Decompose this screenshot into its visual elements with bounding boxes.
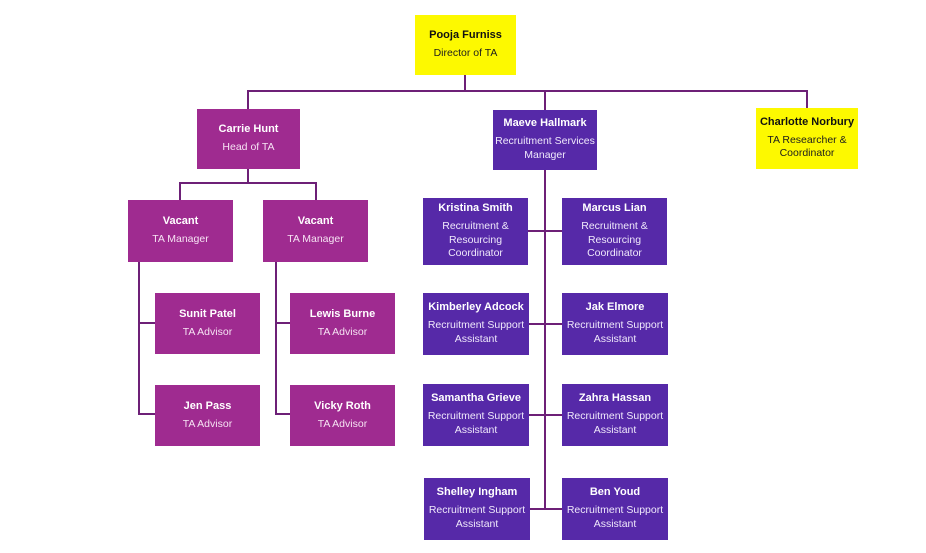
person-title: Recruitment Support Assistant <box>566 319 664 345</box>
person-title: Recruitment Services Manager <box>495 135 595 161</box>
connector-line <box>275 413 290 415</box>
connector-line <box>529 323 562 325</box>
connector-line <box>138 413 155 415</box>
person-title: Recruitment Support Assistant <box>428 504 526 530</box>
person-title: TA Manager <box>152 233 209 246</box>
org-node-jak-elmore: Jak Elmore Recruitment Support Assistant <box>562 293 668 355</box>
org-node-marcus-lian: Marcus Lian Recruitment & Resourcing Coo… <box>562 198 667 265</box>
person-title: Recruitment Support Assistant <box>566 504 664 530</box>
person-title: Recruitment Support Assistant <box>566 410 664 436</box>
person-title: TA Advisor <box>182 417 233 430</box>
person-name: Carrie Hunt <box>218 123 279 136</box>
person-title: Recruitment & Resourcing Coordinator <box>442 219 509 260</box>
org-node-pooja-furniss: Pooja Furniss Director of TA <box>415 15 516 75</box>
person-title: TA Advisor <box>317 325 368 338</box>
person-name: Samantha Grieve <box>431 392 521 405</box>
connector-line <box>138 322 155 324</box>
connector-line <box>179 182 181 200</box>
connector-line <box>247 169 249 184</box>
org-node-charlotte-norbury: Charlotte Norbury TA Researcher & Coordi… <box>756 108 858 169</box>
person-title: TA Advisor <box>317 417 368 430</box>
org-node-samantha-grieve: Samantha Grieve Recruitment Support Assi… <box>423 384 529 446</box>
person-title: Director of TA <box>433 47 498 60</box>
person-name: Vacant <box>297 215 334 228</box>
person-title: TA Manager <box>287 233 344 246</box>
org-node-ben-youd: Ben Youd Recruitment Support Assistant <box>562 478 668 540</box>
org-node-kimberley-adcock: Kimberley Adcock Recruitment Support Ass… <box>423 293 529 355</box>
connector-line <box>544 170 546 510</box>
org-node-lewis-burne: Lewis Burne TA Advisor <box>290 293 395 354</box>
person-name: Shelley Ingham <box>436 486 518 499</box>
person-name: Kristina Smith <box>438 202 513 215</box>
connector-line <box>315 182 317 200</box>
person-title: Recruitment Support Assistant <box>427 410 525 436</box>
person-title: Recruitment & Resourcing Coordinator <box>581 219 648 260</box>
connector-line <box>138 262 140 415</box>
connector-line <box>247 90 249 109</box>
person-name: Sunit Patel <box>179 307 236 320</box>
connector-line <box>530 508 562 510</box>
org-node-carrie-hunt: Carrie Hunt Head of TA <box>197 109 300 169</box>
org-node-shelley-ingham: Shelley Ingham Recruitment Support Assis… <box>424 478 530 540</box>
connector-line <box>529 414 562 416</box>
org-node-vacant-ta-manager-left: Vacant TA Manager <box>128 200 233 262</box>
connector-line <box>464 75 466 92</box>
person-name: Jen Pass <box>183 399 232 412</box>
connector-line <box>275 262 277 415</box>
connector-line <box>528 230 562 232</box>
person-name: Marcus Lian <box>582 202 647 215</box>
org-node-sunit-patel: Sunit Patel TA Advisor <box>155 293 260 354</box>
org-node-kristina-smith: Kristina Smith Recruitment & Resourcing … <box>423 198 528 265</box>
person-name: Jak Elmore <box>585 301 645 314</box>
person-name: Pooja Furniss <box>429 29 502 42</box>
org-node-vicky-roth: Vicky Roth TA Advisor <box>290 385 395 446</box>
person-name: Kimberley Adcock <box>428 301 524 314</box>
org-node-maeve-hallmark: Maeve Hallmark Recruitment Services Mana… <box>493 110 597 170</box>
person-name: Ben Youd <box>589 486 641 499</box>
connector-line <box>806 90 808 108</box>
person-name: Zahra Hassan <box>578 392 652 405</box>
person-title: TA Advisor <box>182 325 233 338</box>
person-name: Charlotte Norbury <box>759 115 855 128</box>
connector-line <box>275 322 290 324</box>
person-name: Lewis Burne <box>309 307 376 320</box>
person-title: TA Researcher & Coordinator <box>767 133 847 160</box>
connector-line <box>179 182 317 184</box>
org-node-vacant-ta-manager-right: Vacant TA Manager <box>263 200 368 262</box>
org-node-jen-pass: Jen Pass TA Advisor <box>155 385 260 446</box>
person-name: Vacant <box>162 215 199 228</box>
connector-line <box>247 90 808 92</box>
person-title: Head of TA <box>222 141 275 154</box>
person-title: Recruitment Support Assistant <box>427 319 525 345</box>
org-node-zahra-hassan: Zahra Hassan Recruitment Support Assista… <box>562 384 668 446</box>
person-name: Maeve Hallmark <box>503 117 587 130</box>
person-name: Vicky Roth <box>314 399 371 412</box>
connector-line <box>544 90 546 110</box>
